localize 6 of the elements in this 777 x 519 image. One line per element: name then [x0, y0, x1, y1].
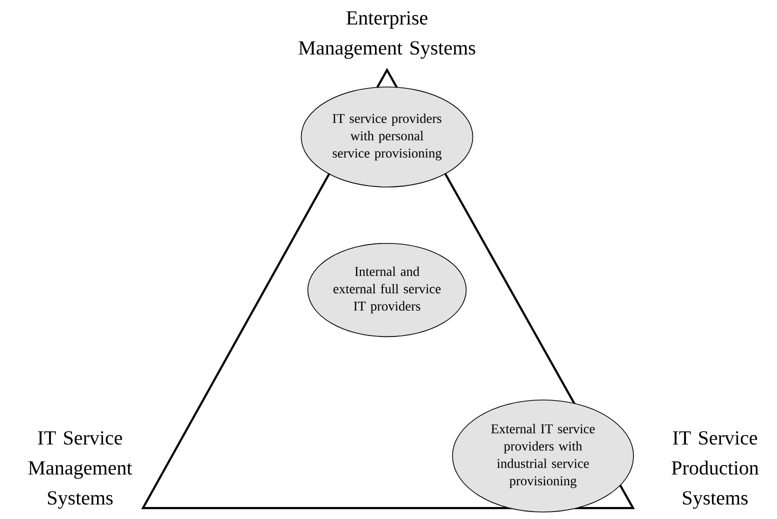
- ellipse-node: IT service providers with personal service provisioning: [300, 86, 474, 188]
- corner-label: IT Service Production Systems: [672, 431, 759, 509]
- corner-label: Enterprise Management Systems: [298, 11, 476, 59]
- ellipse-node: Internal and external full service IT providers: [307, 242, 467, 338]
- corner-label: IT Service Management Systems: [28, 431, 132, 509]
- ellipse-node: External IT service providers with industrial service provisioning: [452, 400, 634, 512]
